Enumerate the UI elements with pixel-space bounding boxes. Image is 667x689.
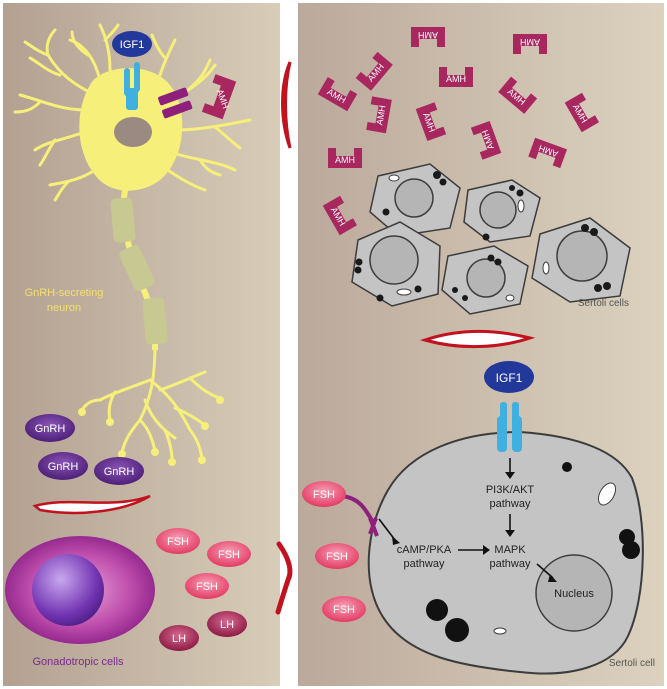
left-inhibition-bracket-icon: [32, 494, 151, 515]
neuron-igf1-receptor-icon: [124, 62, 140, 110]
fsh-molecule: FSH: [207, 541, 251, 567]
fsh-label: FSH: [333, 604, 355, 616]
fsh-molecule: FSH: [322, 596, 366, 622]
bottom-feedback-bracket-icon: [275, 541, 293, 615]
nucleus-icon: [535, 554, 613, 632]
fsh-molecule: FSH: [185, 573, 229, 599]
mapk-label-line1: MAPK: [494, 544, 526, 556]
gonadotropic-cells-label: Gonadotropic cells: [32, 656, 124, 668]
nucleus-label: Nucleus: [554, 588, 594, 600]
amh-label: AMH: [446, 74, 466, 84]
gnrh-molecule: GnRH: [94, 457, 144, 485]
pi3k-label-line2: pathway: [490, 498, 531, 510]
right-inhibition-bracket-icon: [419, 329, 536, 349]
sertoli-igf1-label: IGF1: [496, 371, 523, 385]
sertoli-cell-granules: [426, 462, 640, 642]
sertoli-cells-label: Sertoli cells: [578, 298, 629, 309]
sertoli-vacuoles: [388, 174, 550, 302]
neuron-label-line2: neuron: [47, 302, 81, 314]
sertoli-cell-vacuole: [597, 482, 617, 506]
amh-label: AMH: [335, 155, 355, 165]
arrowheads: [392, 472, 557, 582]
lh-molecule: LH: [207, 611, 247, 637]
lh-molecule: LH: [159, 625, 199, 651]
fsh-label: FSH: [196, 581, 218, 593]
camp-label-line1: cAMP/PKA: [397, 544, 452, 556]
neuron-amh-receptor-icon: [158, 87, 193, 119]
gonadotropic-cell: [5, 536, 155, 644]
fsh-molecule: FSH: [302, 481, 346, 507]
fsh-label: FSH: [218, 549, 240, 561]
sertoli-cells-cluster: [351, 163, 631, 315]
gnrh-neuron: [13, 23, 252, 466]
sertoli-granules: [354, 171, 611, 302]
gnrh-molecule: GnRH: [38, 452, 88, 480]
pi3k-label-line1: PI3K/AKT: [486, 484, 535, 496]
fsh-label: FSH: [167, 536, 189, 548]
fsh-molecule: FSH: [156, 528, 200, 554]
top-feedback-bracket-icon: [281, 61, 292, 149]
gnrh-label: GnRH: [104, 466, 135, 478]
camp-label-line2: pathway: [404, 558, 445, 570]
mapk-label-line2: pathway: [490, 558, 531, 570]
gnrh-label: GnRH: [35, 423, 66, 435]
neuron-label-line1: GnRH-secreting: [25, 287, 104, 299]
gnrh-label: GnRH: [48, 461, 79, 473]
fsh-label: FSH: [326, 551, 348, 563]
sertoli-igf1-badge: [484, 361, 534, 393]
lh-label: LH: [172, 633, 186, 645]
sertoli-cell-vacuole: [493, 627, 507, 635]
neuron-igf1-label: IGF1: [120, 39, 144, 51]
gnrh-molecule: GnRH: [25, 414, 75, 442]
fsh-label: FSH: [313, 489, 335, 501]
lh-label: LH: [220, 619, 234, 631]
sertoli-igf1-receptor-icon: [497, 402, 522, 452]
neuron-amh-icon: [201, 74, 237, 120]
amh-label: AMH: [520, 37, 540, 47]
fsh-molecule: FSH: [315, 543, 359, 569]
neuron-igf1-badge: [112, 31, 152, 57]
amh-label: AMH: [374, 104, 387, 125]
amh-label: AMH: [418, 30, 438, 40]
sertoli-cell-label: Sertoli cell: [609, 658, 655, 669]
